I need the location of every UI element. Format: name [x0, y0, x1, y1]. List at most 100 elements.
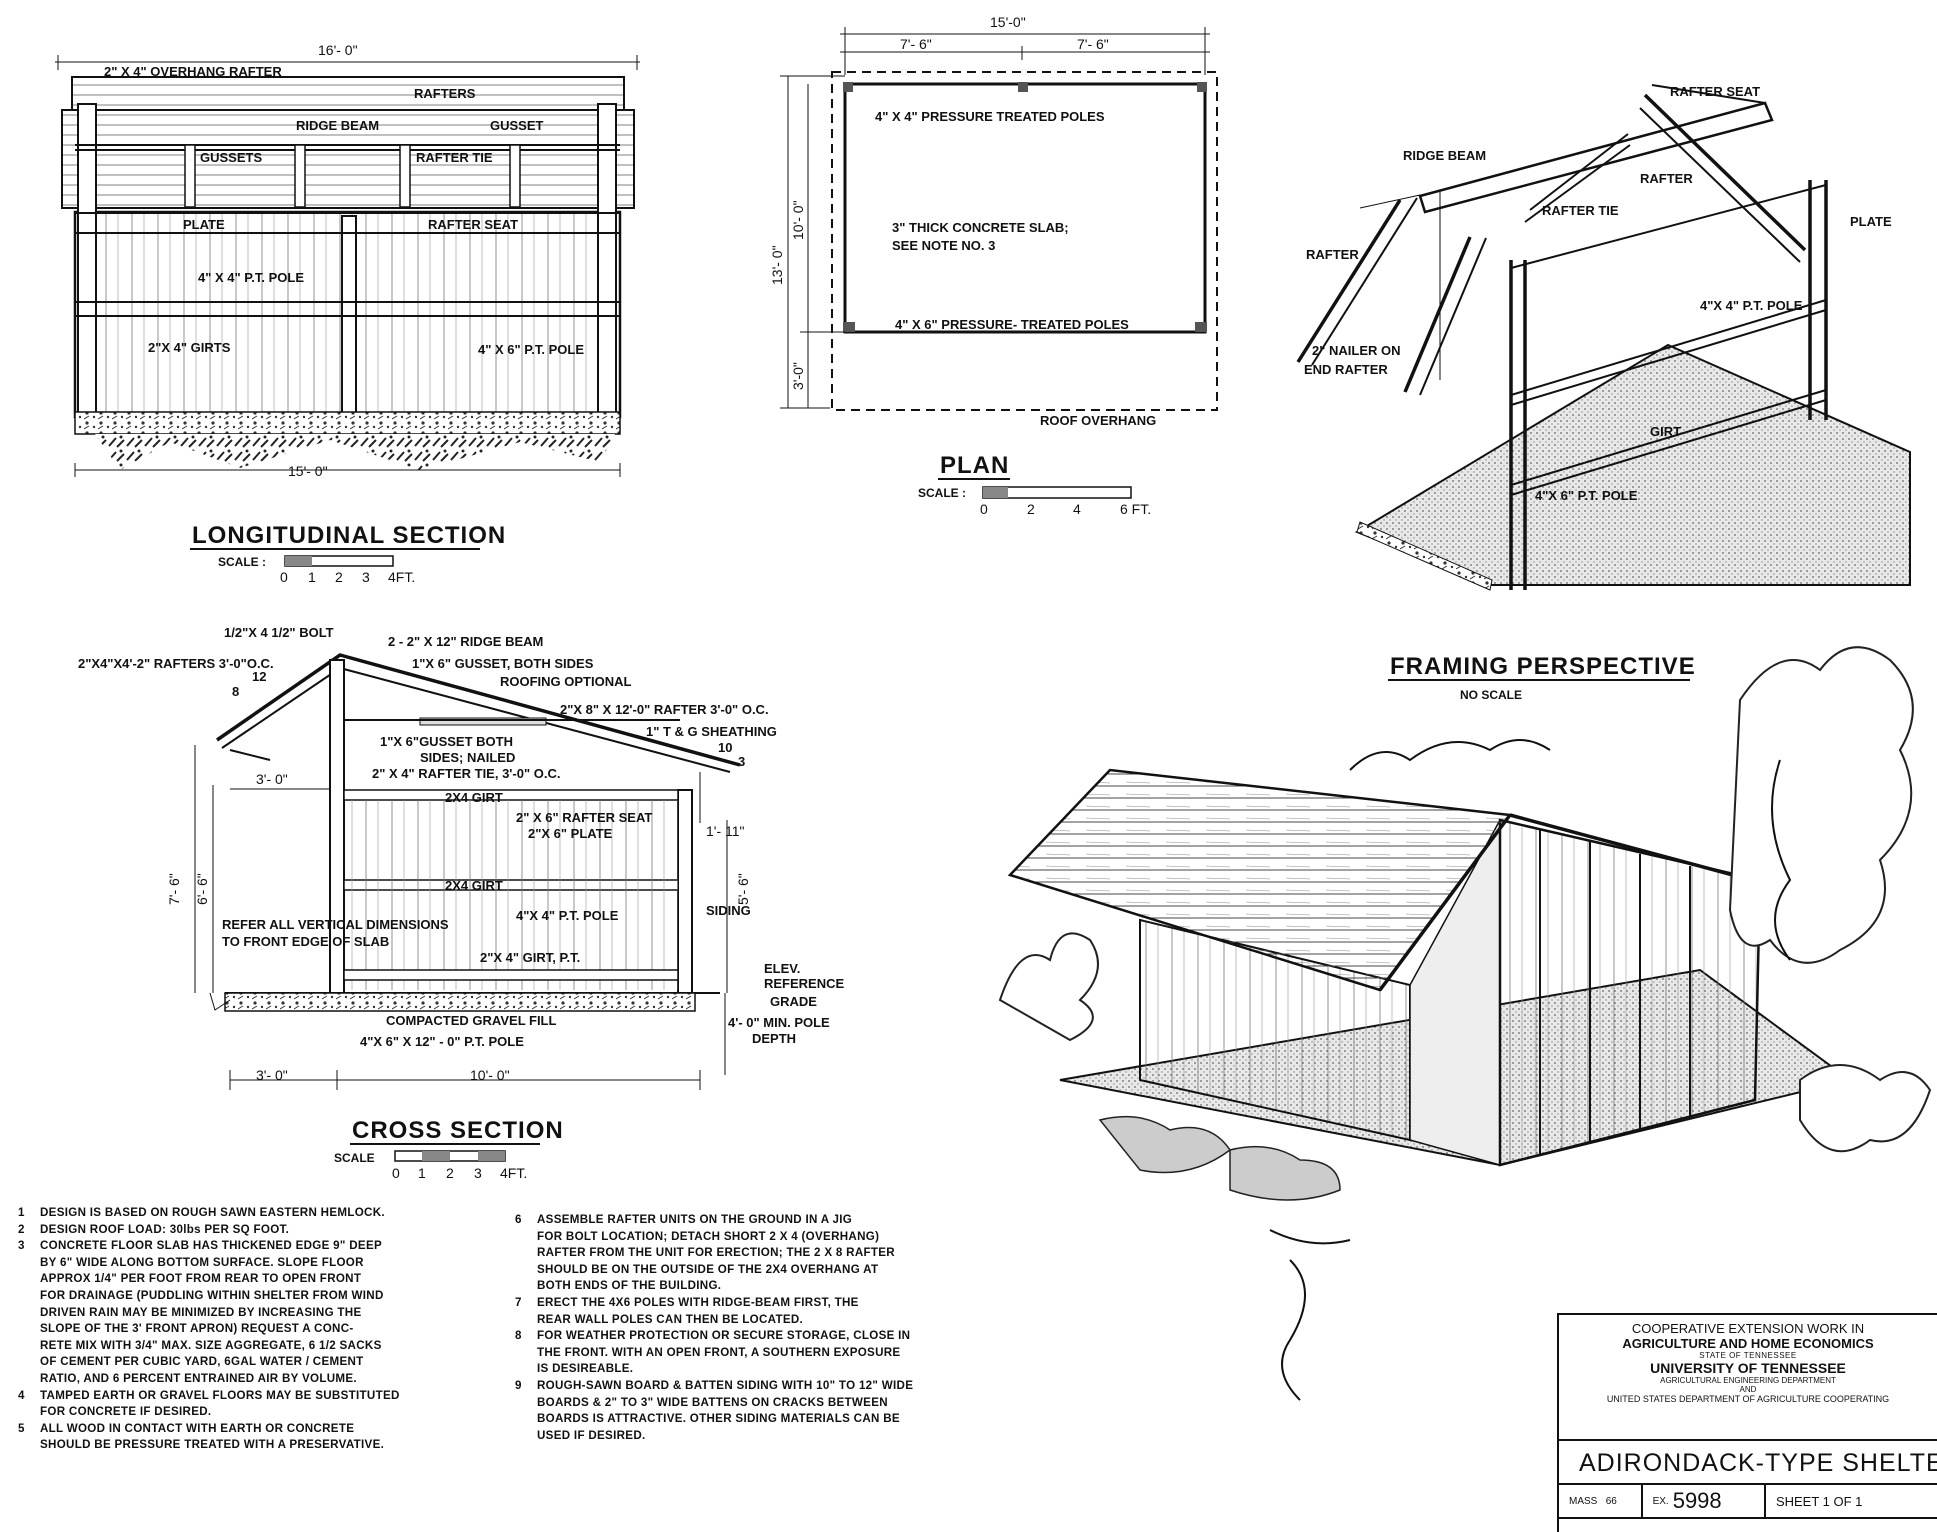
university-line: UNIVERSITY OF TENNESSEE: [1650, 1360, 1846, 1376]
label-gussets: GUSSETS: [200, 150, 262, 165]
and-line: AND: [1739, 1385, 1757, 1394]
plan-scale-4: 4: [1073, 501, 1081, 517]
note-line: FOR WEATHER PROTECTION OR SECURE STORAGE…: [537, 1329, 911, 1343]
cross-h-6-6: 6'- 6": [194, 873, 210, 905]
cross-refer-2: TO FRONT EDGE OF SLAB: [222, 934, 389, 949]
cross-plate: 2"X 6" PLATE: [528, 826, 613, 841]
long-title: LONGITUDINAL SECTION: [192, 522, 506, 549]
note-9: 9 ROUGH-SAWN BOARD & BATTEN SIDING WITH …: [515, 1378, 1035, 1444]
note-line: TAMPED EARTH OR GRAVEL FLOORS MAY BE SUB…: [40, 1388, 400, 1402]
frame-nailer-1: 2" NAILER ON: [1312, 343, 1401, 358]
cross-refer-1: REFER ALL VERTICAL DIMENSIONS: [222, 917, 449, 932]
cross-scale-2: 2: [446, 1165, 454, 1181]
note-line: FOR CONCRETE IF DESIRED.: [40, 1405, 212, 1419]
cross-girt-pt: 2"X 4" GIRT, P.T.: [480, 950, 580, 965]
note-number: 7: [515, 1295, 522, 1309]
sheet-number: SHEET 1 OF 1: [1775, 1493, 1863, 1509]
cross-scale-label: SCALE: [334, 1151, 375, 1165]
long-scale-1: 1: [308, 569, 316, 585]
note-line: DRIVEN RAIN MAY BE MINIMIZED BY INCREASI…: [40, 1305, 362, 1319]
cross-overhang: 3'- 0": [256, 771, 288, 787]
cross-girt-mid: 2X4 GIRT: [445, 878, 503, 893]
note-number: 5: [18, 1421, 25, 1435]
framing-subtitle: NO SCALE: [1460, 688, 1522, 702]
note-line: BOTH ENDS OF THE BUILDING.: [537, 1279, 722, 1293]
department-line: AGRICULTURAL ENGINEERING DEPARTMENT: [1660, 1376, 1836, 1385]
plan-half-right: 7'- 6": [1077, 36, 1109, 52]
drawing-name: ADIRONDACK-TYPE SHELTER: [1559, 1441, 1937, 1485]
note-number: 4: [18, 1388, 25, 1402]
plan-depth-main: 10'- 0": [790, 200, 806, 240]
cross-ridge-beam: 2 - 2" X 12" RIDGE BEAM: [388, 634, 543, 649]
label-4x4-pole: 4" X 4" P.T. POLE: [198, 270, 304, 285]
cross-rise-1-11: 1'- 11": [706, 823, 745, 839]
note-line: THE FRONT. WITH AN OPEN FRONT, A SOUTHER…: [537, 1345, 901, 1359]
note-line: ASSEMBLE RAFTER UNITS ON THE GROUND IN A…: [537, 1213, 853, 1226]
title-block-meta: MASS 66 EX.5998 SHEET 1 OF 1: [1559, 1485, 1937, 1519]
cross-girt-top: 2X4 GIRT: [445, 790, 503, 805]
plan-scale-0: 0: [980, 501, 988, 517]
framing-perspective: RAFTER SEAT RIDGE BEAM RAFTER RAFTER TIE…: [1296, 84, 1911, 702]
plan-roof-overhang: ROOF OVERHANG: [1040, 413, 1156, 428]
frame-rafter-tie: RAFTER TIE: [1542, 203, 1619, 218]
plan-slab-1: 3" THICK CONCRETE SLAB;: [892, 220, 1069, 235]
cross-bottom-left: 3'- 0": [256, 1067, 288, 1083]
mass-value: 66: [1605, 1495, 1617, 1507]
plan-overall: 15'-0": [990, 14, 1026, 30]
long-scale-2: 2: [335, 569, 343, 585]
plan-poles-4x6: 4" X 6" PRESSURE- TREATED POLES: [895, 317, 1129, 332]
cross-slope-run-left: 12: [252, 669, 266, 684]
note-4: 4 TAMPED EARTH OR GRAVEL FLOORS MAY BE S…: [18, 1388, 498, 1421]
note-line: DESIGN ROOF LOAD: 30lbs PER SQ FOOT.: [40, 1222, 290, 1236]
plan-poles-4x4: 4" X 4" PRESSURE TREATED POLES: [875, 109, 1105, 124]
org-line-2: AGRICULTURE AND HOME ECONOMICS: [1622, 1336, 1874, 1351]
note-6: 6 ASSEMBLE RAFTER UNITS ON THE GROUND IN…: [515, 1212, 1035, 1295]
ex-label: EX.: [1652, 1495, 1669, 1507]
cross-bolt: 1/2"X 4 1/2" BOLT: [224, 625, 334, 640]
label-plate: PLATE: [183, 217, 225, 232]
cross-siding: SIDING: [706, 903, 751, 918]
note-line: USED IF DESIRED.: [537, 1428, 646, 1442]
cross-slope-run-right: 10: [718, 740, 732, 755]
frame-pole-4x6: 4"X 6" P.T. POLE: [1535, 488, 1638, 503]
title-block-header: COOPERATIVE EXTENSION WORK IN AGRICULTUR…: [1559, 1315, 1937, 1441]
usda-line: UNITED STATES DEPARTMENT OF AGRICULTURE …: [1606, 1394, 1890, 1404]
ex-cell: EX.5998: [1643, 1485, 1766, 1517]
note-3: 3 CONCRETE FLOOR SLAB HAS THICKENED EDGE…: [18, 1238, 498, 1387]
note-line: ROUGH-SAWN BOARD & BATTEN SIDING WITH 10…: [537, 1378, 914, 1392]
mass-cell: MASS 66: [1559, 1485, 1643, 1517]
note-number: 6: [515, 1213, 522, 1226]
note-line: DESIGN IS BASED ON ROUGH SAWN EASTERN HE…: [40, 1206, 385, 1219]
long-scale-4: 4FT.: [388, 569, 415, 585]
frame-girt: GIRT: [1650, 424, 1681, 439]
note-line: ERECT THE 4X6 POLES WITH RIDGE-BEAM FIRS…: [537, 1295, 859, 1309]
org-line-1: COOPERATIVE EXTENSION WORK IN: [1631, 1321, 1865, 1336]
note-line: RATIO, AND 6 PERCENT ENTRAINED AIR BY VO…: [40, 1371, 357, 1385]
cross-gusset-nailed-1: 1"X 6"GUSSET BOTH: [380, 734, 513, 749]
note-line: RETE MIX WITH 3/4" MAX. SIZE AGGREGATE, …: [40, 1338, 382, 1352]
frame-pole-4x4: 4"X 4" P.T. POLE: [1700, 298, 1803, 313]
notes-column-2: 6 ASSEMBLE RAFTER UNITS ON THE GROUND IN…: [515, 1212, 1035, 1444]
label-overhang-rafter: 2" X 4" OVERHANG RAFTER: [104, 64, 282, 79]
label-gusset: GUSSET: [490, 118, 544, 133]
cross-rafters: 2"X4"X4'-2" RAFTERS 3'-0"O.C.: [78, 656, 274, 671]
note-number: 8: [515, 1329, 522, 1343]
plan-half-left: 7'- 6": [900, 36, 932, 52]
cross-pole-4x6: 4"X 6" X 12" - 0" P.T. POLE: [360, 1034, 524, 1049]
cross-sheathing: 1" T & G SHEATHING: [646, 724, 777, 739]
note-line: OF CEMENT PER CUBIC YARD, 6GAL WATER / C…: [40, 1355, 364, 1369]
plan-view: 15'-0" 7'- 6" 7'- 6" 13'- 0" 10'- 0" 3'-…: [769, 14, 1218, 517]
cross-rafter-2x8: 2"X 8" X 12'-0" RAFTER 3'-0" O.C.: [560, 702, 769, 717]
note-line: RAFTER FROM THE UNIT FOR ERECTION; THE 2…: [537, 1246, 895, 1260]
note-line: FOR DRAINAGE (PUDDLING WITHIN SHELTER FR…: [40, 1288, 384, 1302]
plan-scale-6: 6 FT.: [1120, 501, 1151, 517]
label-rafter-seat: RAFTER SEAT: [428, 217, 518, 232]
note-line: SLOPE OF THE 3' FRONT APRON) REQUEST A C…: [40, 1322, 354, 1336]
long-scale-0: 0: [280, 569, 288, 585]
note-5: 5 ALL WOOD IN CONTACT WITH EARTH OR CONC…: [18, 1421, 498, 1454]
shelter-illustration: [998, 646, 1932, 1401]
cross-title: CROSS SECTION: [352, 1117, 564, 1144]
cross-scale-3: 3: [474, 1165, 482, 1181]
